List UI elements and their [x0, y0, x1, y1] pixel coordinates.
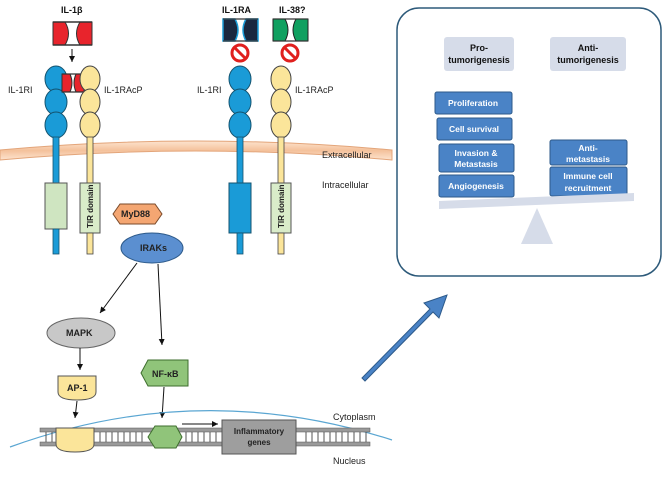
- pro-item-invasion-line2: Metastasis: [454, 159, 498, 169]
- irak-to-mapk-arrow: [99, 262, 138, 314]
- il1ri-right-label: IL-1RI: [197, 85, 222, 95]
- inhibition-icon-il38: [280, 43, 300, 63]
- il1b-bound-icon: [61, 73, 85, 93]
- ap1-to-dna-arrow: [72, 400, 79, 419]
- il1ri-left-label: IL-1RI: [8, 85, 33, 95]
- anti-item-immune-line2: recruitment: [565, 183, 612, 193]
- mapk-kinase: [46, 317, 116, 349]
- il1racp-receptor-left: [79, 65, 101, 255]
- pro-title-line1: Pro-: [470, 43, 488, 53]
- intracellular-label: Intracellular: [322, 180, 369, 190]
- mapk-label: MAPK: [66, 328, 93, 338]
- pro-item-angiogenesis: Angiogenesis: [448, 181, 504, 191]
- il38-label: IL-38?: [279, 5, 306, 15]
- myd88-adaptor: [112, 203, 163, 225]
- anti-item-antimetastasis-line1: Anti-: [578, 143, 598, 153]
- pro-item-box: [438, 143, 515, 173]
- anti-item-immune-line1: Immune cell: [563, 171, 612, 181]
- anti-tumorigenesis-header: [550, 37, 626, 71]
- irak-to-nfkb-arrow: [157, 263, 165, 346]
- balance-fulcrum: [521, 208, 553, 244]
- inflammatory-genes-label-line2: genes: [247, 438, 271, 447]
- il1racp-receptor-right: [270, 65, 292, 255]
- pro-item-cell-survival: Cell survival: [449, 124, 499, 134]
- pro-item-proliferation: Proliferation: [448, 98, 498, 108]
- pro-item-box: [436, 117, 513, 141]
- anti-item-box: [549, 139, 628, 166]
- pro-item-box: [434, 91, 513, 115]
- il1b-label: IL-1β: [61, 5, 83, 15]
- pro-tumorigenesis-header: [444, 37, 514, 71]
- ap1-dna-bound: [55, 427, 95, 453]
- il1b-ligand-icon: [52, 21, 93, 46]
- il1racp-left-label: IL-1RAcP: [104, 85, 143, 95]
- iraks-kinase: [120, 232, 184, 264]
- cytoplasm-label: Cytoplasm: [333, 412, 376, 422]
- il1ra-label: IL-1RA: [222, 5, 252, 15]
- il1ra-ligand-icon: [222, 18, 259, 42]
- tumorigenesis-panel: [396, 7, 662, 277]
- anti-title-line2: tumorigenesis: [557, 55, 619, 65]
- nucleus-label: Nucleus: [333, 456, 366, 466]
- il1racp-right-label: IL-1RAcP: [295, 85, 334, 95]
- inhibition-icon-il1ra: [230, 43, 250, 63]
- cell-membrane: [0, 140, 393, 161]
- inflammatory-genes-box: [221, 419, 297, 455]
- tir-domain-left-label: TIR domain: [86, 184, 95, 228]
- inflammatory-genes-label-line1: Inflammatory: [234, 427, 285, 436]
- outcome-arrow-icon: [361, 294, 448, 382]
- nfkb-dna-bound: [147, 425, 183, 449]
- il1ri-receptor-left: [44, 65, 68, 255]
- pro-title-line2: tumorigenesis: [448, 55, 510, 65]
- ap1-factor: [57, 375, 97, 401]
- pro-item-invasion-line1: Invasion &: [455, 148, 498, 158]
- nfkb-label: NF-κB: [152, 369, 179, 379]
- myd88-label: MyD88: [121, 209, 150, 219]
- tir-domain-right-label: TIR domain: [277, 184, 286, 228]
- il1ri-receptor-right: [228, 65, 252, 255]
- anti-item-antimetastasis-line2: metastasis: [566, 154, 610, 164]
- balance-beam: [439, 193, 634, 209]
- nfkb-factor: [140, 359, 189, 387]
- pro-item-box: [438, 174, 515, 198]
- extracellular-label: Extracellular: [322, 150, 372, 160]
- iraks-label: IRAKs: [140, 243, 167, 253]
- ap1-label: AP-1: [67, 383, 88, 393]
- dna-strand: [39, 427, 371, 447]
- anti-title-line1: Anti-: [578, 43, 599, 53]
- il38-ligand-icon: [272, 18, 309, 42]
